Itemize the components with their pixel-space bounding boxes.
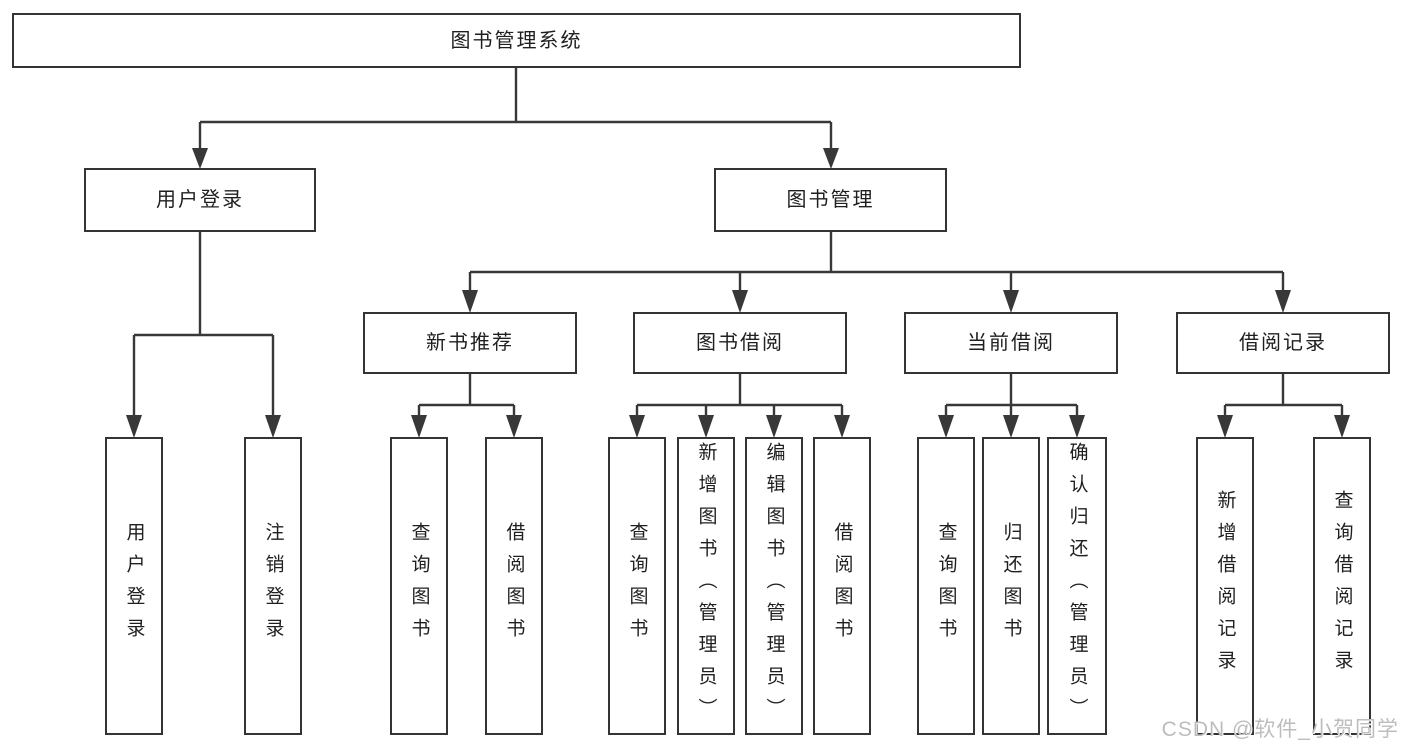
arrow-down-icon: [1069, 415, 1085, 438]
arrow-down-icon: [1003, 415, 1019, 438]
connector-newbooks-to-leaves: [411, 374, 522, 438]
arrow-down-icon: [506, 415, 522, 438]
connector-bookborrow-to-leaves: [629, 374, 850, 438]
arrow-down-icon: [1334, 415, 1350, 438]
connector-borrowrecords-to-leaves: [1217, 374, 1350, 438]
arrow-down-icon: [462, 290, 478, 313]
leaf-borrow-borrow-books: 借阅图书: [813, 437, 871, 735]
leaf-borrow-add-books-admin: 新增图书（管理员）: [677, 437, 735, 735]
leaf-recommend-query-books: 查询图书: [390, 437, 448, 735]
arrow-down-icon: [938, 415, 954, 438]
arrow-down-icon: [823, 148, 839, 169]
csdn-watermark: CSDN @软件_小贺同学: [1161, 718, 1399, 741]
node-book-management: 图书管理: [714, 168, 947, 232]
node-new-book-recommend: 新书推荐: [363, 312, 577, 374]
node-root-library-system: 图书管理系统: [12, 13, 1021, 68]
leaf-current-return-books: 归还图书: [982, 437, 1040, 735]
leaf-user-login: 用户登录: [105, 437, 163, 735]
arrow-down-icon: [1217, 415, 1233, 438]
arrow-down-icon: [732, 290, 748, 313]
arrow-down-icon: [192, 148, 208, 169]
leaf-records-add-record: 新增借阅记录: [1196, 437, 1254, 735]
arrow-down-icon: [834, 415, 850, 438]
arrow-down-icon: [766, 415, 782, 438]
leaf-current-query-books: 查询图书: [917, 437, 975, 735]
node-user-login: 用户登录: [84, 168, 316, 232]
connector-root-to-level2: [192, 68, 839, 169]
arrow-down-icon: [1275, 290, 1291, 313]
node-borrow-records: 借阅记录: [1176, 312, 1390, 374]
leaf-recommend-borrow-books: 借阅图书: [485, 437, 543, 735]
connector-userlogin-to-leaves: [126, 232, 281, 438]
leaf-records-query-record: 查询借阅记录: [1313, 437, 1371, 735]
leaf-borrow-query-books: 查询图书: [608, 437, 666, 735]
arrow-down-icon: [265, 415, 281, 438]
connector-currentborrow-to-leaves: [938, 374, 1085, 438]
leaf-logout: 注销登录: [244, 437, 302, 735]
arrow-down-icon: [411, 415, 427, 438]
arrow-down-icon: [629, 415, 645, 438]
arrow-down-icon: [1003, 290, 1019, 313]
leaf-current-confirm-return-admin: 确认归还（管理员）: [1047, 437, 1107, 735]
arrow-down-icon: [698, 415, 714, 438]
leaf-borrow-edit-books-admin: 编辑图书（管理员）: [745, 437, 803, 735]
arrow-down-icon: [126, 415, 142, 438]
node-book-borrow: 图书借阅: [633, 312, 847, 374]
node-current-borrow: 当前借阅: [904, 312, 1118, 374]
connector-bookmgmt-to-level3: [462, 232, 1291, 313]
